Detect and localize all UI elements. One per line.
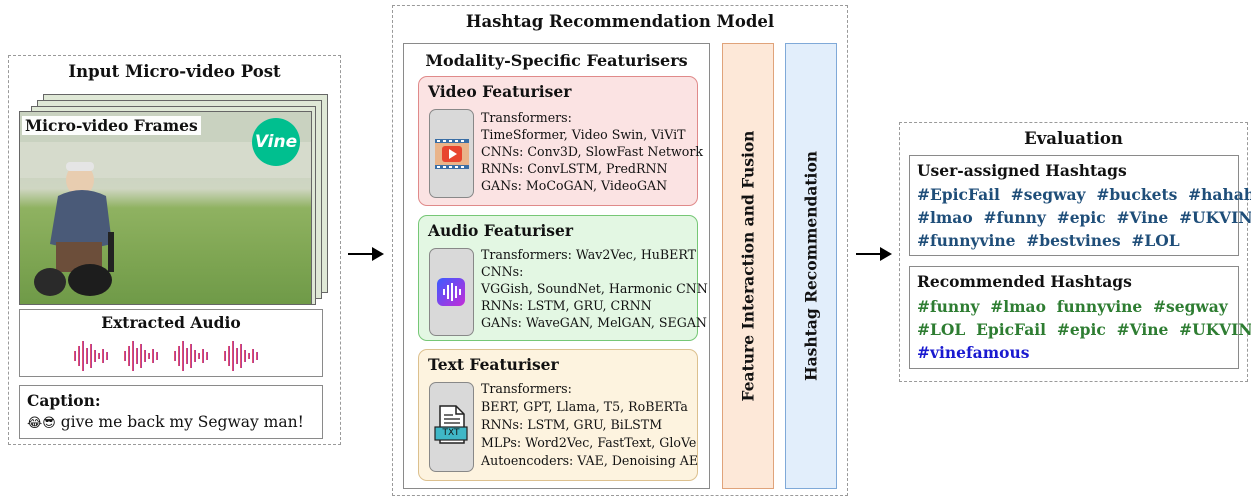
audio-app-icon	[437, 278, 465, 306]
text-method-line-1: Transformers:	[481, 381, 572, 396]
caption-emoji: 😂😎	[27, 416, 56, 431]
user-hashtags-line-2: #lmao #funny #epic #Vine #UKVINERS	[917, 208, 1251, 227]
user-hashtags-line-3: #funnyvine #bestvines #LOL	[917, 231, 1180, 250]
text-featuriser-box: Text Featuriser TXT Transformers: BERT, …	[418, 349, 698, 481]
video-icon-box	[429, 109, 474, 198]
audio-featuriser-box: Audio Featuriser Transformers: Wav2Vec, …	[418, 215, 708, 341]
audio-method-line-1: Transformers: Wav2Vec, HuBERT	[481, 247, 697, 262]
recommended-hashtags-line-2: #LOL EpicFail #epic #Vine #UKVINERS	[917, 320, 1251, 339]
video-frame-front: Micro-video Frames Vine	[19, 111, 312, 305]
user-hashtags-box: User-assigned Hashtags #EpicFail #segway…	[909, 155, 1251, 256]
text-method-line-3: RNNs: LSTM, GRU, BiLSTM	[481, 417, 663, 432]
video-method-line-4: RNNs: ConvLSTM, PredRNN	[481, 161, 668, 176]
frames-label: Micro-video Frames	[22, 116, 201, 135]
text-method-line-2: BERT, GPT, Llama, T5, RoBERTa	[481, 399, 688, 414]
video-method-line-2: TimeSformer, Video Swin, ViViT	[481, 127, 686, 142]
text-featuriser-title: Text Featuriser	[428, 355, 559, 374]
caption-label: Caption:	[27, 391, 101, 410]
video-method-line-5: GANs: MoCoGAN, VideoGAN	[481, 178, 668, 193]
caption-box: Caption: 😂😎 give me back my Segway man!	[19, 385, 323, 439]
fusion-column: Feature Interaction and Fusion	[722, 43, 774, 489]
audio-method-line-3: VGGish, SoundNet, Harmonic CNN	[481, 281, 708, 296]
video-featuriser-title: Video Featuriser	[428, 82, 572, 101]
recommended-hashtags-line-1: #funny #lmao funnyvine #segway	[917, 297, 1228, 316]
input-panel: Input Micro-video Post Micro-video Frame…	[8, 55, 341, 445]
video-featuriser-box: Video Featuriser Transformers: TimeSform…	[418, 76, 703, 206]
vine-logo-text: Vine	[254, 132, 298, 152]
recommendation-label: Hashtag Recommendation	[801, 150, 821, 382]
recommended-hashtags-title: Recommended Hashtags	[917, 272, 1132, 291]
recommended-hashtags-box: Recommended Hashtags #funny #lmao funnyv…	[909, 266, 1251, 369]
extracted-audio-label: Extracted Audio	[101, 313, 241, 332]
fusion-label: Feature Interaction and Fusion	[738, 130, 758, 402]
user-hashtags-title: User-assigned Hashtags	[917, 161, 1127, 180]
text-icon-box: TXT	[429, 382, 474, 472]
video-method-line-3: CNNs: Conv3D, SlowFast Network	[481, 144, 703, 159]
audio-icon-box	[429, 248, 474, 336]
audio-method-line-5: GANs: WaveGAN, MelGAN, SEGAN	[481, 315, 707, 330]
video-film-icon	[435, 139, 469, 169]
txt-file-icon	[434, 405, 468, 444]
text-method-line-5: Autoencoders: VAE, Denoising AE	[481, 453, 699, 468]
text-method-line-4: MLPs: Word2Vec, FastText, GloVe	[481, 435, 697, 450]
audio-featuriser-title: Audio Featuriser	[428, 221, 574, 240]
recommended-hashtag-vinefamous: #vinefamous	[917, 343, 1030, 362]
audio-method-line-2: CNNs:	[481, 264, 524, 279]
video-method-line-1: Transformers:	[481, 110, 572, 125]
evaluation-title: Evaluation	[1024, 129, 1123, 148]
featurisers-title: Modality-Specific Featurisers	[425, 51, 688, 70]
extracted-audio-box: Extracted Audio	[19, 309, 323, 377]
model-title: Hashtag Recommendation Model	[465, 12, 775, 31]
user-hashtags-line-1: #EpicFail #segway #buckets #hahaha	[917, 185, 1251, 204]
vine-logo: Vine	[252, 118, 300, 166]
featurisers-box: Modality-Specific Featurisers Video Feat…	[403, 43, 710, 489]
model-panel: Hashtag Recommendation Model Modality-Sp…	[392, 5, 848, 496]
caption-text: give me back my Segway man!	[60, 413, 304, 431]
evaluation-panel: Evaluation User-assigned Hashtags #EpicF…	[899, 122, 1251, 382]
arrow-input-to-model	[348, 247, 384, 261]
audio-method-line-4: RNNs: LSTM, GRU, CRNN	[481, 298, 652, 313]
input-panel-title: Input Micro-video Post	[68, 62, 281, 81]
recommendation-column: Hashtag Recommendation	[785, 43, 837, 489]
caption-text-row: 😂😎 give me back my Segway man!	[27, 413, 304, 431]
txt-icon-label: TXT	[442, 428, 460, 438]
arrow-model-to-evaluation	[856, 247, 892, 261]
audio-waveform-icon	[74, 341, 258, 371]
